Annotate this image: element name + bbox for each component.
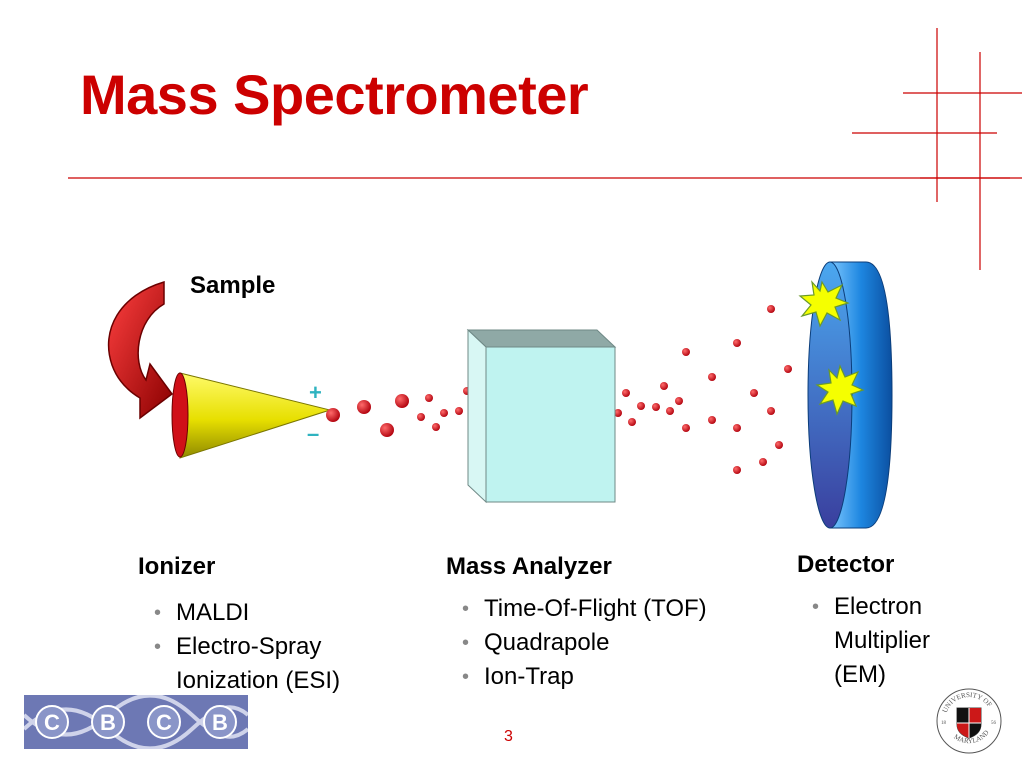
detector-item-em: (EM) (834, 661, 886, 688)
mass-analyzer-box (466, 328, 617, 504)
ion-particle (666, 407, 674, 415)
ionizer-item-maldi: MALDI (146, 596, 340, 630)
ionizer-item-esi-continued: Ionization (ESI) (176, 667, 341, 694)
impact-flash-icon (798, 280, 850, 328)
impact-flash-icon (815, 364, 865, 416)
ion-particle (750, 389, 758, 397)
ion-particle (357, 400, 371, 414)
analyzer-item-ion-trap: Ion-Trap (454, 660, 707, 694)
detector-item-multiplier: Multiplier (834, 627, 931, 654)
ion-particle (440, 409, 448, 417)
detector-heading: Detector (797, 551, 895, 578)
page-title: Mass Spectrometer (80, 63, 589, 126)
ion-particle (767, 407, 775, 415)
maryland-shield-icon (956, 707, 982, 739)
cbcb-letter: B (212, 710, 228, 735)
ion-particle (733, 339, 741, 347)
ionizer-heading: Ionizer (138, 553, 216, 580)
ion-particle (660, 382, 668, 390)
ion-particle (767, 305, 775, 313)
page-number: 3 (504, 728, 513, 745)
ion-particle (775, 441, 783, 449)
ion-particle (784, 365, 792, 373)
ion-particle (425, 394, 433, 402)
ion-particle (652, 403, 660, 411)
cbcb-letter: C (44, 710, 60, 735)
ion-particle (395, 394, 409, 408)
ionizer-item-esi: Electro-Spray (146, 630, 340, 664)
detector-list: Electron Multiplier (EM) (804, 590, 930, 692)
ion-particle (708, 416, 716, 424)
ion-particle (682, 424, 690, 432)
ion-particle (614, 409, 622, 417)
svg-text:18: 18 (941, 721, 947, 726)
ion-particle (417, 413, 425, 421)
decorative-rules (68, 28, 1022, 270)
cbcb-letter: C (156, 710, 172, 735)
ion-particle (733, 466, 741, 474)
cbcb-letters: C B C B (35, 705, 237, 739)
detector-disc (798, 261, 893, 529)
ion-particle (622, 389, 630, 397)
detector-item-electron: Electron (804, 590, 930, 624)
mass-analyzer-list: Time-Of-Flight (TOF) Quadrapole Ion-Trap (454, 592, 707, 694)
ion-particle (432, 423, 440, 431)
ionizer-cone (171, 372, 332, 459)
ion-particle (628, 418, 636, 426)
cbcb-logo: C B C B (24, 695, 248, 749)
ion-particle (759, 458, 767, 466)
ion-particle (380, 423, 394, 437)
sample-label: Sample (190, 272, 276, 299)
ion-particle (708, 373, 716, 381)
svg-text:56: 56 (991, 721, 997, 726)
ion-particle (455, 407, 463, 415)
sample-arrow (107, 280, 174, 420)
charge-minus: – (307, 421, 319, 446)
ion-particle (637, 402, 645, 410)
umd-seal-logo: UNIVERSITY OF MARYLAND 18 56 (936, 688, 1002, 754)
ion-particle (675, 397, 683, 405)
ion-particle (682, 348, 690, 356)
cbcb-letter: B (100, 710, 116, 735)
analyzer-item-quadrapole: Quadrapole (454, 626, 707, 660)
ion-particle (733, 424, 741, 432)
analyzer-item-tof: Time-Of-Flight (TOF) (454, 592, 707, 626)
mass-analyzer-heading: Mass Analyzer (446, 553, 612, 580)
ion-particle (326, 408, 340, 422)
ionizer-list: MALDI Electro-Spray Ionization (ESI) (146, 596, 340, 698)
charge-plus: + (309, 380, 322, 405)
